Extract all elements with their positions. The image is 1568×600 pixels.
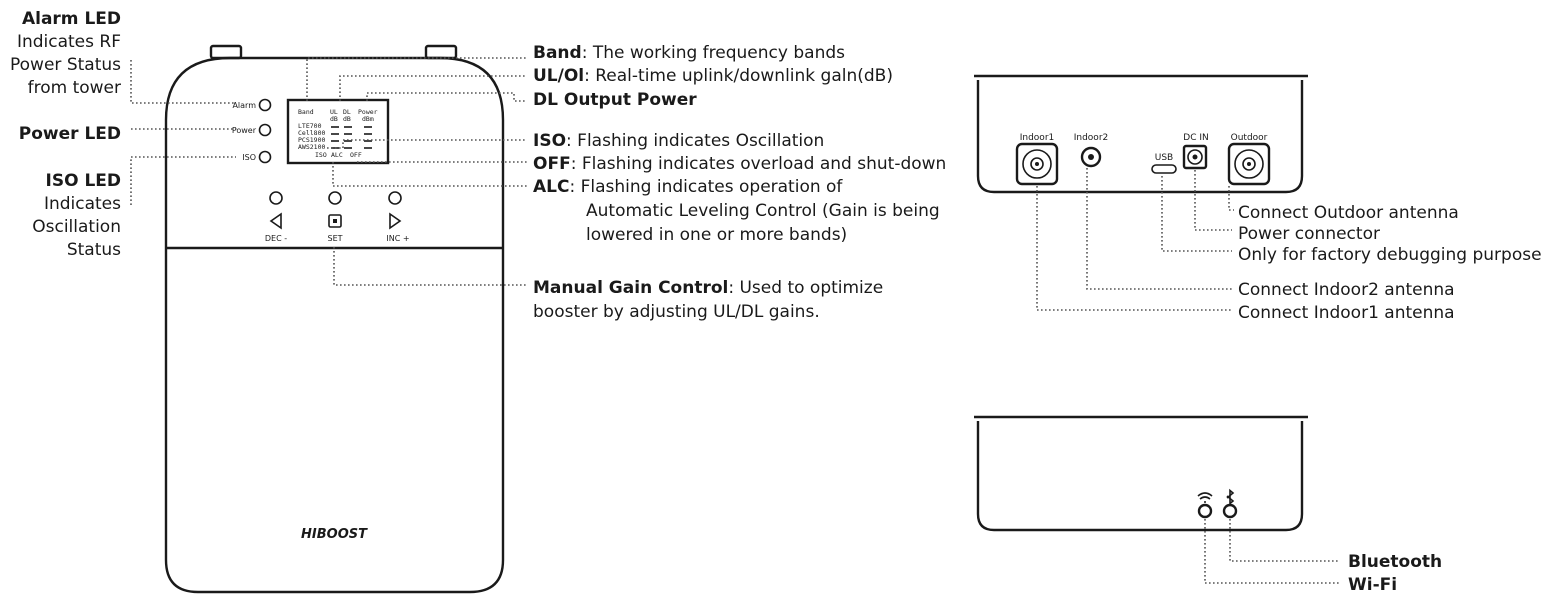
iso-led-desc: Oscillation	[32, 217, 121, 237]
bottom-panel: Bluetooth Wi-Fi	[974, 415, 1442, 595]
iso-led	[258, 150, 272, 164]
dec-label: DEC -	[265, 234, 287, 243]
lcd-row-band: LTE700	[298, 122, 322, 130]
callout-usb: Only for factory debugging purpose	[1238, 245, 1542, 265]
side-panel: Indoor1 Indoor2 USB DC IN Outdoor Connec…	[974, 74, 1542, 323]
bluetooth-led	[1222, 503, 1238, 519]
alarm-led-label: Alarm	[232, 101, 256, 110]
band-annotation: Band: The working frequency bands	[533, 43, 845, 63]
set-button[interactable]	[328, 191, 342, 205]
iso-led-desc: Status	[67, 240, 121, 260]
wifi-leader-line	[1204, 519, 1340, 584]
dl-output-annotation: DL Output Power	[533, 90, 697, 110]
dl-output-leader-line	[366, 92, 527, 102]
dec-button[interactable]	[269, 191, 283, 205]
ulol-annotation: UL/Ol: Real-time uplink/downlink galn(dB…	[533, 66, 893, 86]
lcd-screen	[286, 98, 390, 165]
inc-label: INC +	[386, 234, 409, 243]
top-clip-left	[209, 44, 243, 60]
power-led-title: Power LED	[19, 124, 121, 144]
usb-leader-line	[1161, 176, 1232, 252]
alarm-led	[258, 98, 272, 112]
lcd-footer-alc: ALC	[331, 151, 343, 159]
bluetooth-icon	[1226, 488, 1235, 506]
lcd-sub-ul: dB	[330, 115, 338, 123]
indoor1-port	[1015, 142, 1059, 186]
usb-port	[1151, 164, 1177, 174]
alarm-led-desc: from tower	[28, 78, 121, 98]
iso-led-title: ISO LED	[46, 171, 122, 191]
lcd-header-dl: DL	[343, 108, 351, 116]
port-label-indoor1: Indoor1	[1020, 133, 1055, 143]
alc-leader-line	[332, 162, 527, 187]
iso-led-label: ISO	[242, 153, 256, 162]
lcd-header-ul: UL	[330, 108, 338, 116]
lcd-values	[331, 126, 372, 149]
port-label-outdoor: Outdoor	[1231, 133, 1268, 143]
bottom-panel-body	[976, 421, 1304, 532]
alarm-led-desc: Indicates RF	[17, 32, 121, 52]
bluetooth-leader-line	[1229, 519, 1340, 562]
inc-button[interactable]	[388, 191, 402, 205]
callout-indoor1: Connect Indoor1 antenna	[1238, 303, 1455, 323]
lcd-row-band: Cell800	[298, 129, 325, 137]
lcd-header-power: Power	[358, 108, 378, 116]
set-square-icon	[328, 214, 342, 228]
lcd-header-band: Band	[298, 108, 314, 116]
callout-power: Power connector	[1238, 224, 1380, 244]
power-led-label: Power	[232, 126, 257, 135]
power-led	[258, 123, 272, 137]
triangle-left-icon	[269, 212, 282, 230]
alarm-led-title: Alarm LED	[22, 9, 121, 29]
port-label-usb: USB	[1155, 153, 1173, 163]
iso-led-desc: Indicates	[44, 194, 121, 214]
ulol-leader-line	[339, 75, 527, 101]
outdoor-leader-line	[1228, 186, 1234, 211]
lcd-sub-dl: dB	[343, 115, 351, 123]
iso-annotation: ISO: Flashing indicates Oscillation	[533, 131, 824, 151]
mgc-leader-line	[333, 247, 527, 286]
iso-leader-line-right	[327, 139, 527, 149]
wifi-label: Wi-Fi	[1348, 575, 1397, 595]
callout-indoor2: Connect Indoor2 antenna	[1238, 280, 1455, 300]
indoor1-leader-line	[1036, 186, 1232, 311]
center-annotations: Band: The working frequency bands UL/Ol:…	[306, 43, 946, 322]
triangle-right-icon	[389, 212, 402, 230]
callout-outdoor: Connect Outdoor antenna	[1238, 203, 1459, 223]
lcd-footer-iso: ISO	[315, 151, 327, 159]
lcd-row-band: PCS1900	[298, 136, 325, 144]
power-leader-line	[1194, 170, 1232, 231]
lcd-footer-off: OFF	[350, 151, 362, 159]
alarm-led-desc: Power Status	[10, 55, 121, 75]
mgc-annotation: Manual Gain Control: Used to optimize	[533, 278, 883, 298]
lcd-sub-power: dBm	[362, 115, 374, 123]
indoor2-leader-line	[1086, 168, 1232, 290]
wifi-icon	[1197, 492, 1213, 503]
dcin-port	[1182, 144, 1208, 170]
wifi-led	[1197, 503, 1213, 519]
brand-logo: HIBOOST	[301, 527, 368, 542]
mgc-annotation-line2: booster by adjusting UL/DL gains.	[533, 302, 820, 322]
indoor2-port	[1080, 146, 1102, 168]
alarm-leader-line	[130, 60, 236, 104]
outdoor-port	[1227, 142, 1271, 186]
device-front: Alarm Power ISO Band UL DL Power dB dB d…	[164, 44, 505, 594]
iso-leader-line	[130, 156, 236, 205]
alc-annotation: ALC: Flashing indicates operation of	[533, 177, 843, 197]
device-body	[164, 56, 505, 594]
port-label-dcin: DC IN	[1183, 133, 1208, 143]
bluetooth-label: Bluetooth	[1348, 552, 1442, 572]
side-panel-body	[976, 80, 1304, 194]
set-square-dot-icon	[333, 219, 337, 223]
left-annotations: Alarm LED Indicates RF Power Status from…	[10, 9, 236, 260]
port-label-indoor2: Indoor2	[1074, 133, 1109, 143]
set-label: SET	[327, 234, 342, 243]
lcd-row-band: AWS2100	[298, 143, 325, 151]
off-annotation: OFF: Flashing indicates overload and shu…	[533, 154, 946, 174]
alc-annotation-line3: lowered in one or more bands)	[586, 225, 847, 245]
top-clip-right	[424, 44, 458, 60]
alc-annotation-line2: Automatic Leveling Control (Gain is bein…	[586, 201, 940, 221]
